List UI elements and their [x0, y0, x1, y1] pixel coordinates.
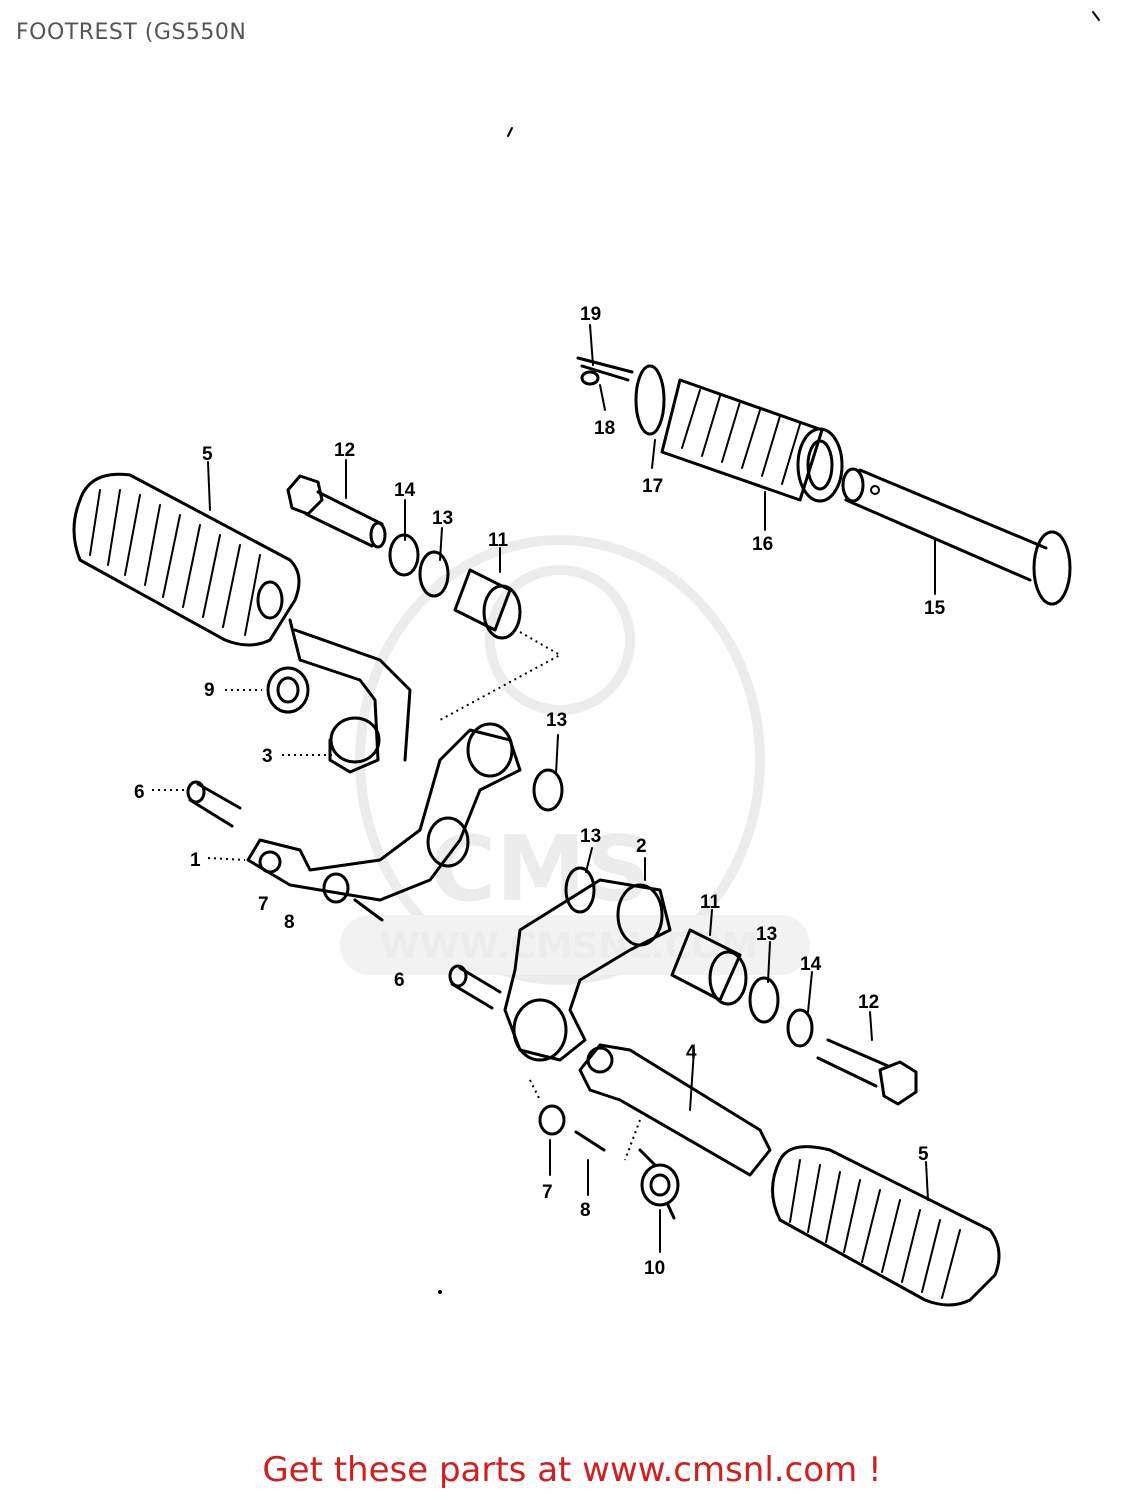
- callout-10: 10: [644, 1258, 665, 1279]
- part-pin-6-left: [186, 780, 242, 828]
- part-cotter-pin: [576, 356, 634, 386]
- part-footrest-link-2: [503, 878, 672, 1062]
- part-bolt-12-bottom: [816, 1038, 918, 1106]
- watermark-url-text: WWW.CMSNL.COM: [380, 926, 758, 967]
- callout-8-right: 8: [580, 1200, 591, 1221]
- part-bolt-12-top: [286, 474, 387, 549]
- part-footrest-bar-15: [841, 467, 1072, 606]
- part-footrest-rubber-5-left: [72, 472, 301, 647]
- diagram-title: FOOTREST (GS550N: [16, 20, 247, 45]
- part-washer-13-top: [418, 550, 450, 598]
- callout-17: 17: [642, 476, 663, 497]
- part-washer-14-top: [388, 533, 420, 577]
- callout-6-right: 6: [394, 970, 405, 991]
- part-spring-10: [638, 1148, 680, 1220]
- callout-13-right: 13: [580, 826, 601, 847]
- part-footrest-rubber-5-right: [771, 1145, 1001, 1307]
- callout-15: 15: [924, 598, 946, 619]
- callout-2: 2: [636, 836, 647, 857]
- callout-4: 4: [686, 1042, 697, 1063]
- callout-7-right: 7: [542, 1182, 553, 1203]
- cms-watermark-logo: CMS WWW.CMSNL.COM: [340, 535, 810, 985]
- part-spring-9: [266, 666, 310, 714]
- part-bush-11-top: [453, 568, 522, 640]
- callout-16: 16: [752, 534, 773, 555]
- callout-18: 18: [594, 418, 615, 439]
- footer-promo-link[interactable]: Get these parts at www.cmsnl.com !: [262, 1450, 882, 1490]
- part-washer-14-bottom: [786, 1008, 814, 1048]
- callout-11-bottom: 11: [700, 892, 721, 913]
- part-cotter-8-left: [353, 898, 384, 922]
- callout-6-left: 6: [134, 782, 145, 803]
- callout-11-top: 11: [488, 530, 509, 551]
- callout-14-top: 14: [394, 480, 416, 501]
- callout-19: 19: [580, 304, 601, 325]
- callout-7-left: 7: [258, 894, 269, 915]
- part-footrest-rubber-16: [660, 378, 844, 503]
- callout-13-bottom: 13: [756, 924, 777, 945]
- callout-8-left: 8: [284, 912, 295, 933]
- part-footrest-link-1: [246, 722, 522, 902]
- part-cotter-8-right: [574, 1130, 606, 1152]
- callout-5-left: 5: [202, 444, 213, 465]
- part-washer-13-right: [564, 866, 596, 914]
- part-washer-13-bottom: [748, 976, 780, 1024]
- part-pin-6-right: [448, 964, 502, 1010]
- callout-3: 3: [262, 746, 273, 767]
- part-footrest-bracket-3: [288, 618, 412, 774]
- callout-14-bottom: 14: [800, 954, 822, 975]
- callout-13-mid: 13: [546, 710, 567, 731]
- callout-9: 9: [204, 680, 215, 701]
- part-washer-17: [634, 364, 666, 436]
- part-footrest-bracket-4: [578, 1043, 772, 1177]
- callout-12-top: 12: [334, 440, 355, 461]
- callout-12-bottom: 12: [858, 992, 879, 1013]
- part-washer-13-mid: [532, 768, 564, 812]
- callout-13-top: 13: [432, 508, 453, 529]
- part-bush-11-bottom: [670, 928, 748, 1006]
- part-washer-7-left: [322, 872, 350, 904]
- callout-5-right: 5: [918, 1144, 929, 1165]
- part-washer-7-right: [538, 1104, 566, 1136]
- callout-1: 1: [190, 850, 201, 871]
